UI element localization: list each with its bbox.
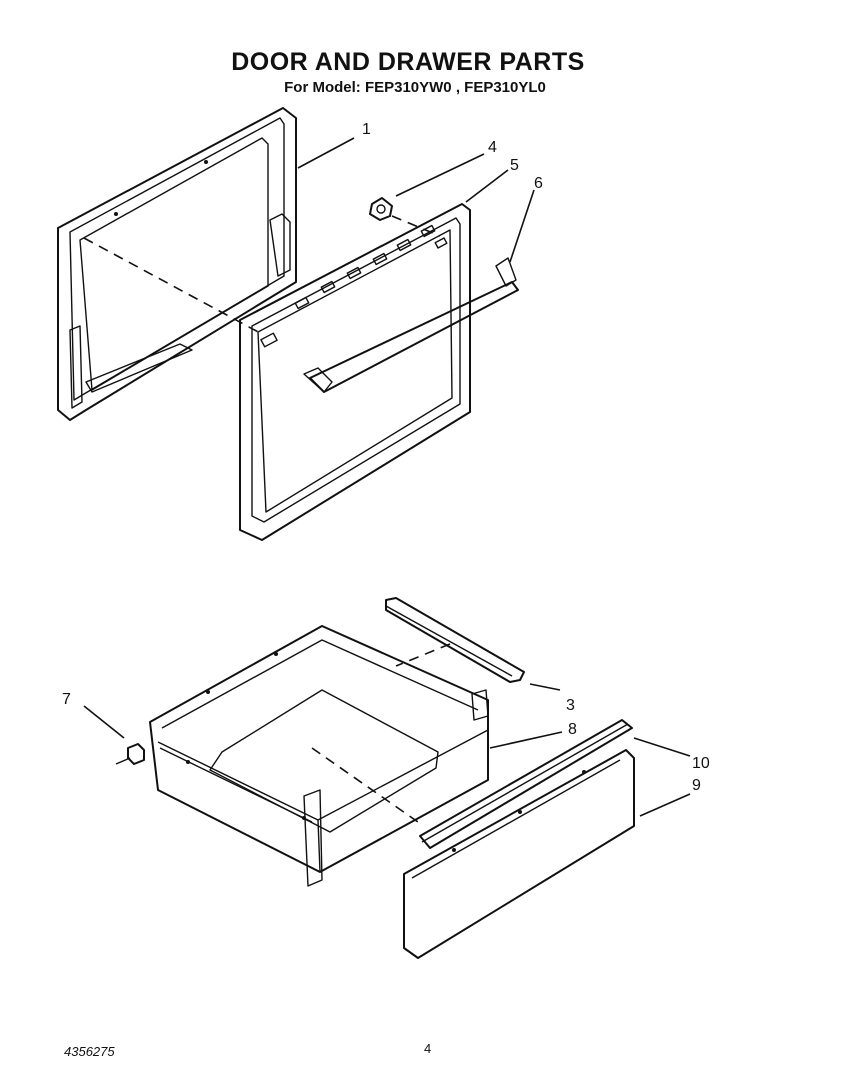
document-part-number: 4356275 (64, 1044, 115, 1059)
door-alignment-line (83, 237, 263, 335)
part-screw (369, 197, 393, 221)
part-outer-door-frame (57, 107, 297, 421)
part-drawer-body (149, 625, 489, 887)
page-title: DOOR AND DRAWER PARTS (231, 48, 585, 76)
callout-4: 4 (488, 139, 497, 156)
callout-8: 8 (568, 721, 577, 738)
callout-6: 6 (534, 175, 543, 192)
rail-alignment-line (395, 643, 451, 667)
part-drawer-front (403, 749, 635, 959)
leader-lines (83, 137, 691, 817)
part-inner-door-panel (239, 203, 471, 541)
callout-10: 10 (692, 755, 710, 772)
part-drawer-clip (115, 743, 145, 765)
part-door-handle (303, 257, 519, 393)
page-number: 4 (424, 1041, 432, 1056)
part-drawer-trim (419, 719, 633, 849)
model-subtitle: For Model: FEP310YW0 , FEP310YL0 (284, 79, 546, 96)
callout-7: 7 (62, 691, 71, 708)
callout-1: 1 (362, 121, 371, 138)
callout-9: 9 (692, 777, 701, 794)
drawer-alignment-line (311, 747, 419, 823)
callout-5: 5 (510, 157, 519, 174)
callout-3: 3 (566, 697, 575, 714)
part-drawer-rail (385, 597, 525, 683)
screw-alignment-line (391, 215, 441, 237)
